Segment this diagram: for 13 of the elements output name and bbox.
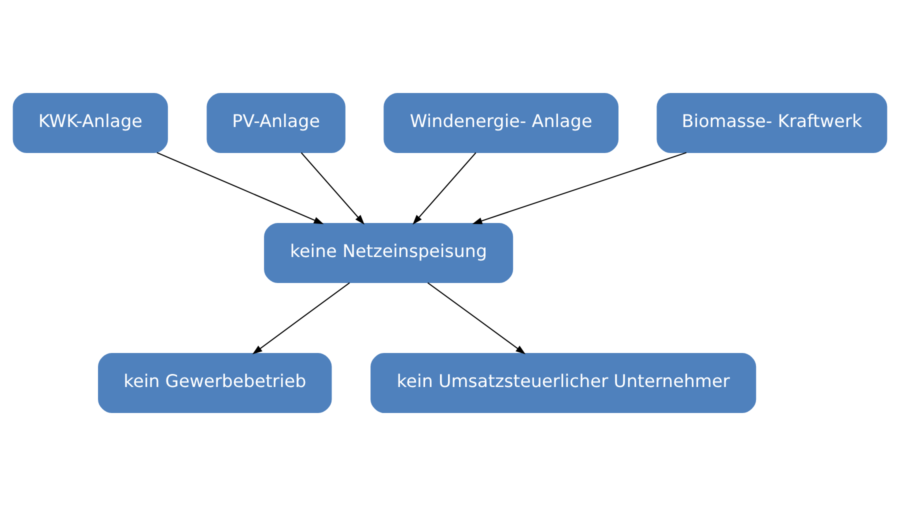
arrow bbox=[472, 152, 686, 224]
node-box: keine Netzeinspeisung bbox=[264, 222, 513, 284]
node-box: Windenergie- Anlage bbox=[383, 92, 618, 154]
node-box: Biomasse- Kraftwerk bbox=[656, 92, 887, 154]
arrow bbox=[412, 152, 476, 225]
node-box: KWK-Anlage bbox=[12, 92, 168, 154]
arrow bbox=[252, 282, 350, 354]
node-box: kein Gewerbebetrieb bbox=[98, 352, 332, 414]
arrow bbox=[156, 152, 324, 224]
node-box: kein Umsatzsteuerlicher Unternehmer bbox=[370, 352, 756, 414]
arrow bbox=[300, 152, 364, 225]
arrow bbox=[426, 282, 526, 354]
node-box: PV-Anlage bbox=[206, 92, 345, 154]
